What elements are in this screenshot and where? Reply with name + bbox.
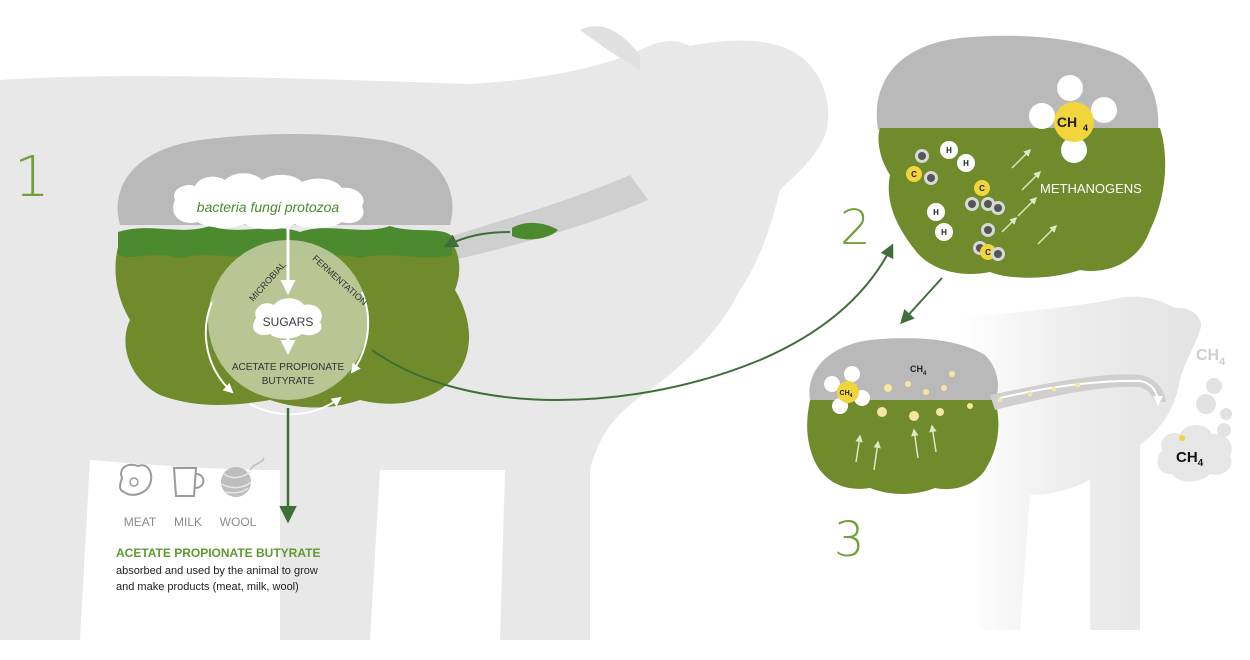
step3-methane-bubble: CH4: [824, 366, 870, 414]
step3-liquid-layer: [807, 400, 999, 494]
incoming-feed: [512, 222, 558, 240]
svg-text:H: H: [941, 228, 947, 237]
svg-text:C: C: [979, 184, 985, 193]
rumen-main: bacteria fungi protozoa MICROBIAL FERMEN…: [115, 134, 894, 524]
step2-liquid-layer: [878, 128, 1166, 278]
emission-panel: CH4 CH4 CH4 C: [807, 296, 1232, 630]
sugars-cloud: [253, 298, 322, 339]
methane-molecule: CH 4: [1029, 75, 1117, 163]
hydrogen-pair-1: H H: [940, 141, 975, 172]
svg-text:C: C: [985, 248, 991, 257]
methanogens-label: METHANOGENS: [1040, 181, 1142, 196]
svg-text:H: H: [946, 146, 952, 155]
svg-text:H: H: [933, 208, 939, 217]
step3-up-arrows: [855, 424, 937, 471]
feed-arrow: [443, 231, 511, 248]
cloud-ch4-label: CH4: [1176, 449, 1204, 469]
cloud-sparkle: [1179, 435, 1185, 441]
vfa-label-line2: BUTYRATE: [262, 376, 315, 387]
methane-cloud: [1157, 425, 1232, 482]
product-wool-label: WOOL: [220, 515, 257, 529]
sugars-label: SUGARS: [263, 315, 314, 329]
step2-gas-layer: [876, 35, 1159, 130]
eructation-arrow: [999, 379, 1163, 406]
step-number-1: 1: [14, 145, 50, 210]
microbes-label: bacteria fungi protozoa: [197, 199, 340, 215]
methane-formula: CH: [1057, 114, 1077, 130]
methane-subscript: 4: [1083, 123, 1088, 133]
step-number-2: 2: [840, 200, 871, 256]
co2-molecule-1: C: [906, 149, 938, 185]
cycle-arc-right: [350, 291, 370, 374]
methanogen-arrows: [1001, 148, 1058, 245]
vfa-label-line1: ACETATE PROPIONATE: [232, 362, 345, 373]
methanogenesis-panel: CH 4 METHANOGENS C H H C: [876, 35, 1166, 325]
step2-to-step3-arrow: [900, 277, 943, 325]
wool-ball-icon: [221, 457, 265, 497]
eructation-pathway: [990, 374, 1166, 410]
milk-cup-icon: [172, 467, 205, 497]
products-desc-line1: absorbed and used by the animal to grow: [116, 565, 318, 577]
co2-molecule-2: C: [965, 180, 1005, 215]
products-desc-line2: and make products (meat, milk, wool): [116, 581, 299, 593]
product-milk-label: MILK: [174, 515, 202, 529]
atoms-cluster: C H H C H H C: [906, 141, 1005, 261]
svg-text:C: C: [911, 170, 917, 179]
microbes-cloud: [173, 173, 364, 230]
product-meat-label: MEAT: [124, 515, 157, 529]
hydrogen-pair-2: H H: [927, 203, 953, 241]
products-group: MEAT MILK WOOL ACETATE PROPIONATE BUTYRA…: [116, 457, 320, 593]
cycle-arc-left: [204, 301, 234, 394]
meat-icon: [119, 463, 153, 496]
step-number-3: 3: [834, 512, 865, 568]
cycle-arc-bottom: [249, 396, 342, 416]
gray-ch4-label: CH4: [1196, 347, 1226, 368]
step3-gas-ch4: CH4: [910, 364, 927, 377]
svg-text:H: H: [963, 159, 969, 168]
methane-particles: [877, 371, 1081, 421]
step3-gas-layer: [809, 338, 998, 400]
rumen-to-step2-arrow: [371, 243, 894, 401]
co2-molecule-3: C: [973, 223, 1005, 261]
products-heading: ACETATE PROPIONATE BUTYRATE: [116, 546, 320, 560]
svg-text:CH4: CH4: [840, 390, 853, 399]
exhaled-bubbles: [1196, 378, 1232, 437]
